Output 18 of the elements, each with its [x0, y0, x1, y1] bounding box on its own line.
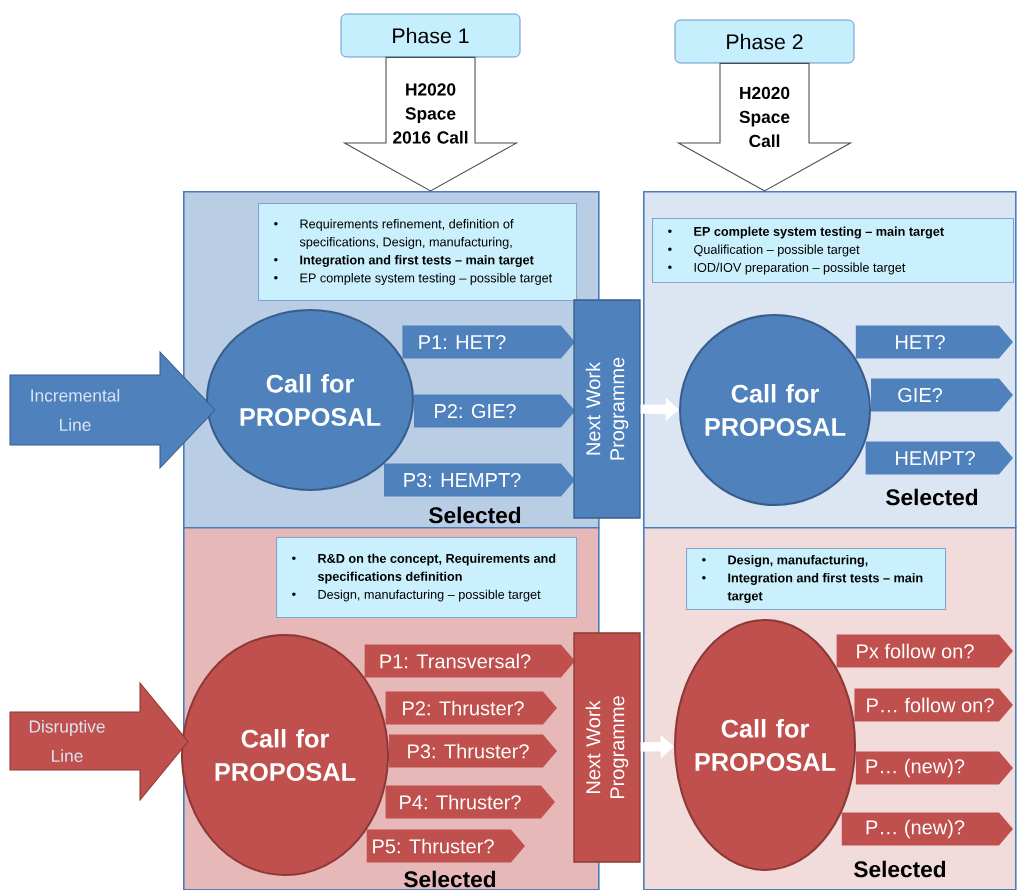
- proposal-tag: P5: Thruster?: [366, 829, 525, 863]
- proposal-tag: P… (new)?: [855, 751, 1013, 785]
- node-label: Call for PROPOSAL: [215, 729, 356, 781]
- proposal-tag: P3: Thruster?: [389, 734, 557, 768]
- proposal-tag: P3: HEMPT?: [384, 463, 575, 497]
- proposal-tag: HEMPT?: [865, 441, 1013, 475]
- edge-label: H2020 Space Call: [723, 85, 806, 149]
- bullet-list-box: EP complete system testing – main target Qualification – possible target IOD/IOV preparation – possible target: [652, 218, 1015, 284]
- phase-box: Phase 2: [674, 19, 855, 64]
- proposal-tag: HET?: [855, 325, 1013, 359]
- phase-box: Phase 1: [340, 13, 521, 58]
- bullet-list-box: R&D on the concept, Requirements and specifications definition Design, manufacturing – possible target: [276, 537, 578, 619]
- bullet-list-box: Requirements refinement, definition of specifications, Design, manufacturing, Integration and first tests – main target EP complete system testing – possible target: [258, 203, 578, 302]
- proposal-tag: P1: HET?: [402, 325, 575, 359]
- proposal-tag: P4: Thruster?: [385, 785, 555, 819]
- proposal-tag: P2: Thruster?: [385, 691, 557, 725]
- edge-label: H2020 Space 2016 Call: [389, 82, 472, 145]
- bullet-list-box: Design, manufacturing, Integration and first tests – main target: [686, 548, 947, 611]
